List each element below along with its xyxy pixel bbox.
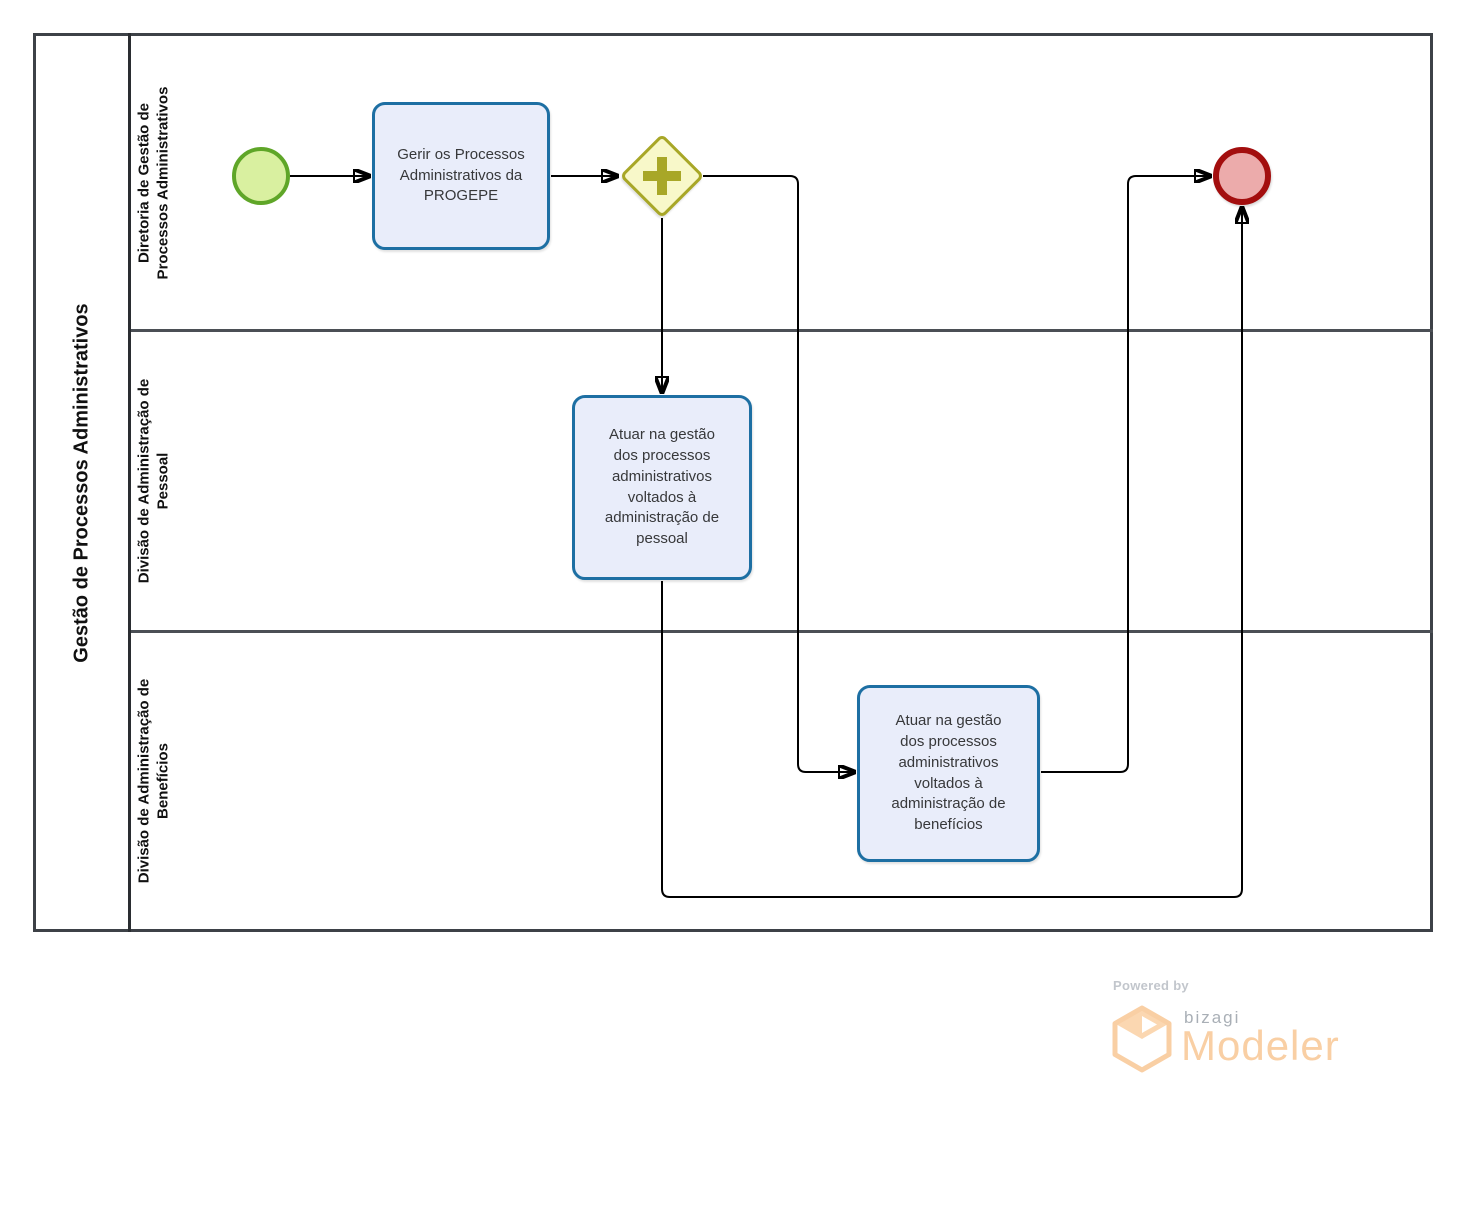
task-administracao-beneficios: Atuar na gestão dos processos administra… [857, 685, 1040, 862]
bizagi-modeler-watermark: Powered by bizagi Modeler [1108, 975, 1408, 1085]
end-event [1213, 147, 1271, 205]
pool-header-divider [128, 33, 131, 932]
lane-divider-2 [131, 630, 1433, 633]
modeler-wordmark: Modeler [1181, 1022, 1340, 1069]
parallel-gateway [619, 133, 705, 219]
task-administracao-pessoal-label: Atuar na gestão dos processos administra… [604, 426, 720, 547]
start-event [232, 147, 290, 205]
flow-pessoal-to-end [661, 207, 1242, 898]
task-gerir-processos-label: Gerir os Processos Administrativos da PR… [397, 145, 525, 205]
task-administracao-pessoal: Atuar na gestão dos processos administra… [572, 395, 752, 580]
flow-beneficios-to-end [1041, 176, 1211, 773]
powered-by-text: Powered by [1113, 978, 1189, 993]
lane-divider-1 [131, 329, 1433, 332]
bizagi-hexagon-icon [1112, 1005, 1172, 1073]
bizagi-wordmark: bizagi [1184, 1008, 1241, 1027]
pool-border [33, 33, 1433, 932]
task-administracao-beneficios-label: Atuar na gestão dos processos administra… [891, 712, 1006, 833]
task-gerir-processos: Gerir os Processos Administrativos da PR… [372, 102, 550, 250]
flow-gateway-to-beneficios [703, 175, 855, 772]
plus-icon [657, 157, 667, 195]
